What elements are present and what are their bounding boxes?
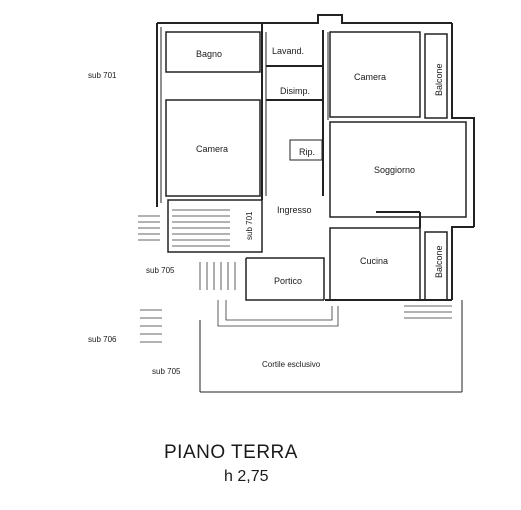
room-label-balcone-bottom: Balcone [434, 245, 444, 278]
room-label-cucina: Cucina [360, 256, 388, 266]
sub-label-706: sub 706 [88, 335, 117, 344]
sub-label-701-left: sub 701 [88, 71, 117, 80]
room-label-balcone-top: Balcone [434, 63, 444, 96]
sub-label-701-stair: sub 701 [245, 211, 254, 240]
plan-height: h 2,75 [224, 468, 269, 485]
sub-label-705-top: sub 705 [146, 266, 175, 275]
room-label-cortile: Cortile esclusivo [262, 360, 321, 369]
room-label-soggiorno: Soggiorno [374, 165, 415, 175]
room-label-camera-left: Camera [196, 144, 228, 154]
plan-title: PIANO TERRA [164, 442, 298, 463]
room-label-lavand: Lavand. [272, 46, 304, 56]
room-label-rip: Rip. [299, 147, 315, 157]
room-label-bagno: Bagno [196, 49, 222, 59]
room-label-ingresso: Ingresso [277, 205, 312, 215]
room-label-disimp: Disimp. [280, 86, 310, 96]
sub-label-705-bottom: sub 705 [152, 367, 181, 376]
room-label-portico: Portico [274, 276, 302, 286]
stairs [138, 209, 452, 343]
room-label-camera-top: Camera [354, 72, 386, 82]
walls [156, 14, 475, 393]
